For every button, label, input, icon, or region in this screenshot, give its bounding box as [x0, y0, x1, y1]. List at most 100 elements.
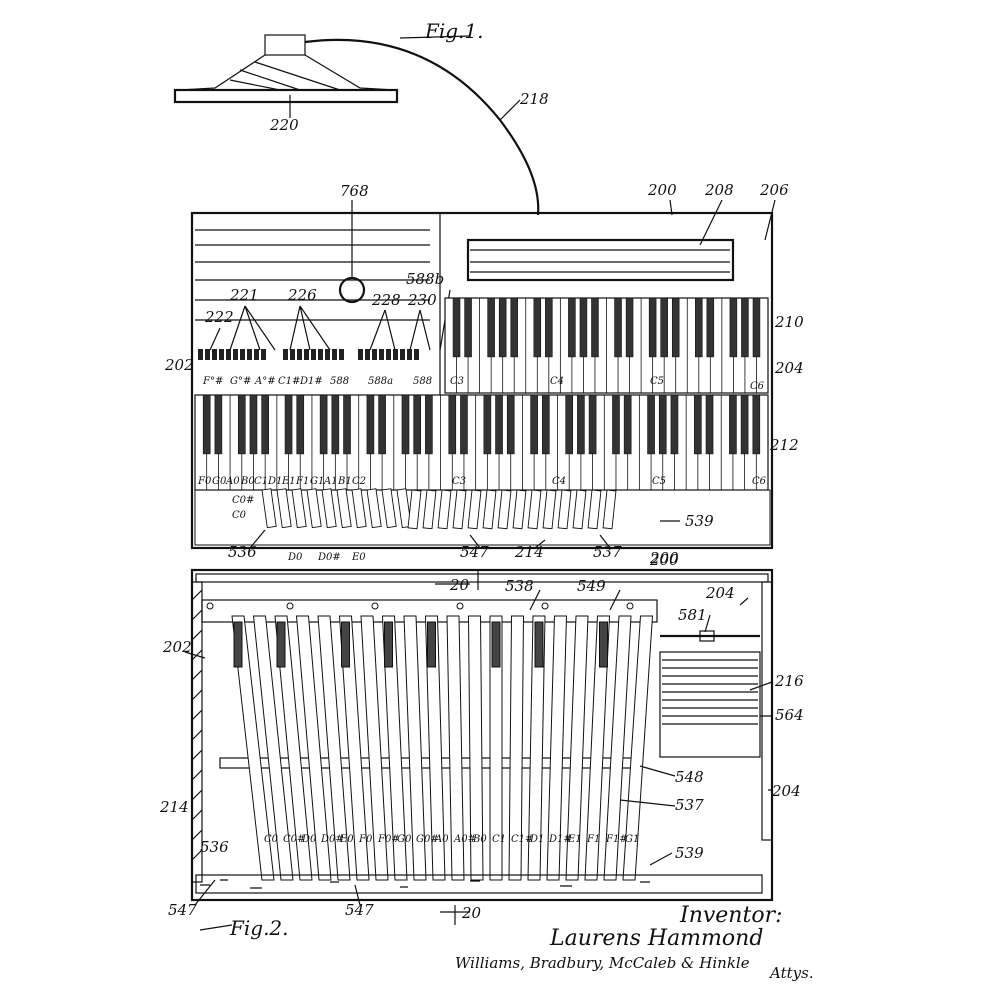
fig2-pedal-note-0: C0 [264, 834, 279, 845]
label-fig2-537: 537 [675, 796, 704, 814]
pedal [527, 615, 546, 881]
black-key [752, 297, 761, 358]
black-key [670, 394, 679, 455]
fig2-pedal-note-19: G1 [625, 834, 639, 845]
upper-note-labels: F°# G°# A°# C1# D1# 588 588a 588 C3 C4 C… [202, 376, 765, 392]
label-fig2-204b: 204 [771, 782, 801, 800]
leaders-top [669, 199, 776, 246]
pedal-end [602, 489, 617, 530]
note-u9: C4 [550, 376, 564, 387]
label-20-top: 20 [449, 576, 470, 594]
stop-tab [240, 349, 245, 360]
pedal-box [194, 489, 771, 546]
fig1-panel-shading [195, 229, 430, 321]
black-key [319, 394, 328, 455]
fig2-pedal-note-1: C0# [283, 834, 305, 845]
lower-note-10: B1 [337, 476, 352, 487]
lower-note-8: G1 [310, 476, 324, 487]
lower-note-2: A0 [225, 476, 240, 487]
fig2-pedal-note-5: F0 [358, 834, 373, 845]
pedal-end [366, 488, 382, 529]
stop-tab [304, 349, 309, 360]
pedal-end [482, 489, 497, 530]
pedal-note-d0: D0 [287, 552, 303, 563]
stop-leaders [209, 289, 451, 351]
pedal [467, 615, 484, 881]
label-226: 226 [287, 286, 317, 304]
pedal-end [396, 488, 412, 529]
stop-tab [254, 349, 259, 360]
lower-note-12: C3 [452, 476, 466, 487]
bottom-rail-texture [200, 879, 650, 889]
stop-tab [297, 349, 302, 360]
black-key [741, 297, 749, 358]
label-cable: 218 [519, 90, 549, 108]
pedal [584, 615, 611, 881]
label-536: 536 [228, 543, 257, 561]
black-key [460, 394, 468, 455]
stop-tab [400, 349, 405, 360]
attorneys: Williams, Bradbury, McCaleb & Hinkle [455, 954, 750, 972]
label-fig2-202: 202 [162, 638, 192, 656]
lower-note-15: C6 [752, 476, 767, 487]
lower-note-6: E1 [281, 476, 296, 487]
pedal-end [527, 489, 542, 530]
black-key [261, 394, 269, 455]
fig2-pedal-note-16: E1 [567, 834, 582, 845]
lower-note-3: B0 [240, 476, 255, 487]
black-key [658, 394, 667, 455]
black-key [591, 297, 599, 358]
black-key [506, 394, 515, 455]
stop-tab [198, 349, 203, 360]
stop-tab [290, 349, 295, 360]
note-u7: 588 [413, 376, 432, 387]
note-u4: D1# [299, 376, 323, 387]
label-537: 537 [593, 543, 622, 561]
black-key [623, 394, 632, 455]
lower-note-4: C1 [254, 476, 268, 487]
fig2-pedal-note-6: F0# [377, 834, 400, 845]
panel-208 [466, 238, 735, 282]
fig2-pedal-note-10: A0# [453, 834, 476, 845]
pedal-end [407, 489, 422, 530]
black-key [249, 394, 258, 455]
black-key [498, 297, 507, 358]
fig2-pedal-note-9: A0 [434, 834, 449, 845]
fig2-pedal-note-8: G0# [416, 834, 439, 845]
black-key [565, 394, 574, 455]
inventor-heading: Inventor: [679, 903, 783, 928]
black-key [296, 394, 305, 455]
lower-note-13: C4 [552, 476, 566, 487]
stop-tab [212, 349, 217, 360]
black-key [648, 297, 657, 358]
pedal-end [276, 488, 292, 529]
black-key [625, 297, 634, 358]
fig2-pedal-note-7: G0 [397, 834, 412, 845]
label-fig2-200: 200 [649, 551, 679, 569]
note-u6: 588a [368, 376, 393, 387]
black-key [729, 394, 737, 455]
note-u10: C5 [650, 376, 664, 387]
stop-tab [219, 349, 224, 360]
pedal-end [587, 489, 602, 530]
black-key [214, 394, 223, 455]
fig2-pedal-note-12: C1 [492, 834, 506, 845]
black-key [464, 297, 472, 358]
stop-tab [325, 349, 330, 360]
black-key [579, 297, 588, 358]
label-214: 214 [514, 543, 544, 561]
fig1-pedals [194, 488, 771, 546]
black-key [413, 394, 421, 455]
pedal-sharp-block [341, 621, 350, 668]
stop-tab [261, 349, 266, 360]
note-u11: C6 [750, 381, 765, 392]
pedal [317, 615, 351, 881]
black-key [366, 394, 375, 455]
label-539: 539 [685, 512, 714, 530]
inventor-name: Laurens Hammond [549, 926, 763, 951]
fig2-right-wall [761, 581, 773, 841]
black-key [495, 394, 503, 455]
label-538: 538 [505, 577, 534, 595]
pedal [274, 615, 313, 881]
